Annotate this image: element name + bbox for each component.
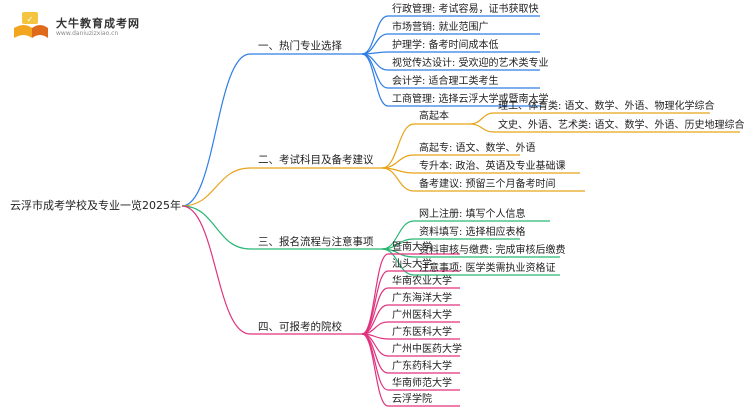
leaf-item: 市场营销: 就业范围广	[392, 22, 489, 33]
branch-hot-majors: 一、热门专业选择	[258, 40, 342, 52]
university-item: 广东医科大学	[392, 327, 452, 338]
link-branch4-leaf	[361, 270, 389, 335]
leaf-item: 资料填写: 选择相应表格	[419, 227, 526, 238]
book-icon: ✓	[14, 12, 48, 38]
leaf-item: 视觉传达设计: 受欢迎的艺术类专业	[392, 58, 549, 69]
link-branch2-leaf	[381, 167, 415, 192]
university-item: 广州医科大学	[392, 310, 452, 321]
link-branch4-leaf	[361, 333, 389, 407]
link-branch2-leaf	[381, 123, 415, 169]
university-item: 云浮学院	[392, 394, 432, 405]
leaf-item: 备考建议: 预留三个月备考时间	[419, 179, 556, 190]
svg-text:✓: ✓	[27, 15, 34, 24]
university-item: 华南农业大学	[392, 276, 452, 287]
university-item: 广东海洋大学	[392, 293, 452, 304]
leaf-item: 工商管理: 选择云浮大学或暨南大学	[392, 94, 549, 105]
link-sub-leaf	[469, 112, 495, 125]
link-root-branch4	[181, 205, 251, 335]
leaf-item: 专升本: 政治、英语及专业基础课	[419, 161, 566, 172]
link-root-branch1	[181, 53, 251, 207]
link-branch1-leaf	[361, 33, 389, 55]
leaf-item: 网上注册: 填写个人信息	[419, 209, 526, 220]
leaf-item: 行政管理: 考试容易，证书获取快	[392, 4, 539, 15]
root-node: 云浮市成考学校及专业一览2025年	[10, 199, 181, 212]
university-item: 暨南大学	[392, 242, 432, 253]
logo-url: www.daniuzizxiao.cn	[56, 30, 119, 37]
leaf-item: 注意事项: 医学类需执业资格证	[419, 263, 556, 274]
university-item: 广东药科大学	[392, 361, 452, 372]
link-branch4-leaf	[361, 333, 389, 391]
leaf-item: 资料审核与缴费: 完成审核后缴费	[419, 245, 566, 256]
branch-universities: 四、可报考的院校	[258, 321, 342, 333]
leaf-item: 护理学: 备考时间成本低	[392, 40, 499, 51]
branch-registration: 三、报名流程与注意事项	[258, 236, 374, 248]
sub-leaf-item: 理工、体育类: 语文、数学、外语、物理化学综合	[498, 101, 715, 112]
link-branch3-leaf	[381, 248, 415, 276]
link-sub-leaf	[469, 123, 495, 133]
link-branch1-leaf	[361, 53, 389, 107]
site-logo: ✓ 大牛教育成考网 www.daniuzizxiao.cn	[10, 6, 160, 46]
branch-exam-subjects: 二、考试科目及备考建议	[258, 154, 374, 166]
university-item: 广州中医药大学	[392, 344, 462, 355]
sub-leaf-item: 文史、外语、艺术类: 语文、数学、外语、历史地理综合	[498, 120, 745, 131]
university-item: 汕头大学	[392, 259, 432, 270]
leaf-item: 会计学: 适合理工类考生	[392, 76, 499, 87]
link-root-branch3	[181, 205, 251, 250]
logo-title: 大牛教育成考网	[56, 17, 140, 30]
link-root-branch2	[181, 167, 251, 207]
university-item: 华南师范大学	[392, 378, 452, 389]
link-branch1-leaf	[361, 15, 389, 55]
leaf-item: 高起专: 语文、数学、外语	[419, 143, 536, 154]
link-branch1-leaf	[361, 53, 389, 89]
leaf-item: 高起本	[419, 111, 449, 122]
